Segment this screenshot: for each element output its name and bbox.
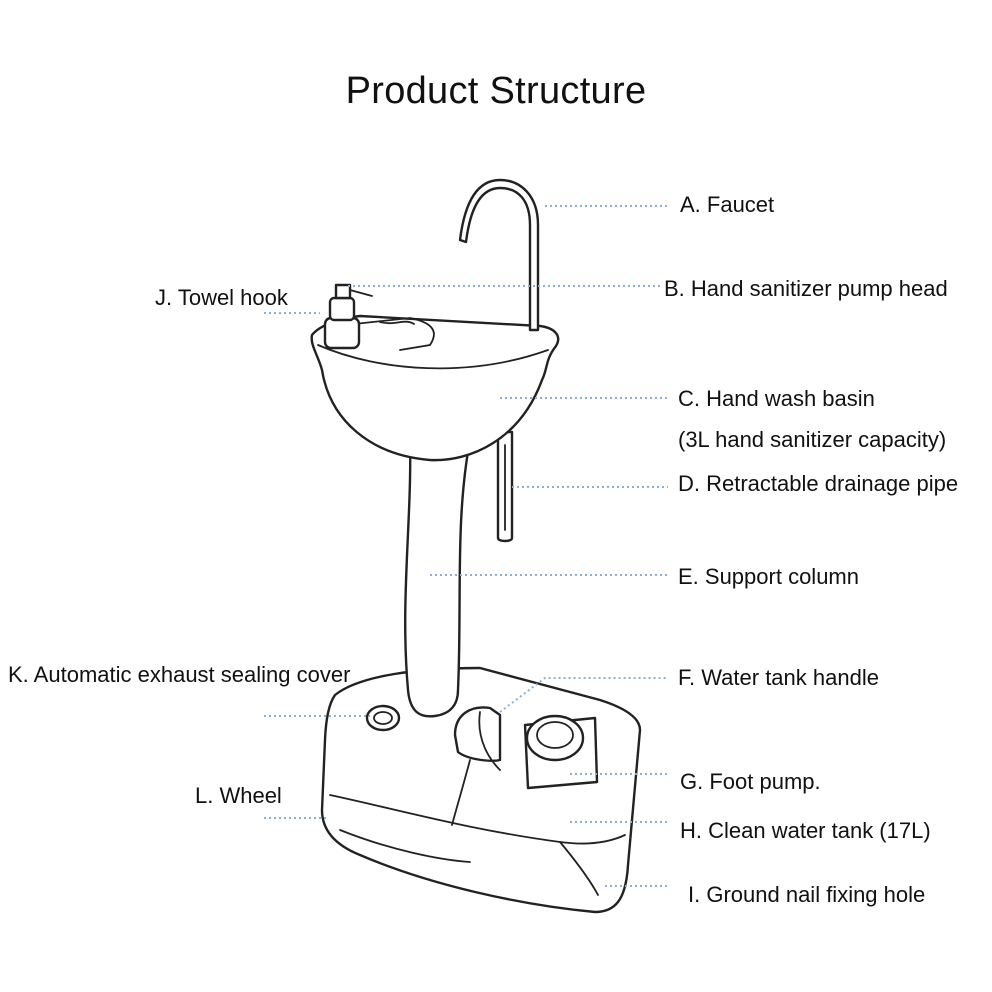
label-water-tank: H. Clean water tank (17L) [680, 818, 931, 843]
label-pump-head: B. Hand sanitizer pump head [664, 276, 948, 301]
label-wheel: L. Wheel [195, 783, 282, 808]
label-ground-nail: I. Ground nail fixing hole [688, 882, 926, 907]
label-exhaust-cover: K. Automatic exhaust sealing cover [8, 662, 351, 687]
label-drainage-pipe: D. Retractable drainage pipe [678, 471, 959, 496]
towel-hook [379, 320, 415, 325]
label-tank-handle: F. Water tank handle [678, 665, 879, 690]
basin [310, 314, 560, 462]
clean-water-tank [320, 666, 642, 914]
label-faucet: A. Faucet [680, 192, 775, 217]
label-basin: C. Hand wash basin [678, 386, 875, 411]
pump-head [323, 283, 373, 350]
leader-lines [264, 205, 668, 887]
support-column [404, 438, 472, 718]
diagram-title: Product Structure [345, 70, 647, 112]
foot-pump [523, 714, 599, 790]
label-support-column: E. Support column [678, 564, 859, 589]
label-towel-hook: J. Towel hook [155, 285, 288, 310]
tank-handle [453, 706, 502, 771]
exhaust-cover [365, 704, 401, 732]
faucet [458, 178, 540, 332]
drainage-pipe [496, 430, 514, 543]
label-basin-capacity: (3L hand sanitizer capacity) [678, 427, 947, 452]
label-foot-pump: G. Foot pump. [680, 769, 821, 794]
